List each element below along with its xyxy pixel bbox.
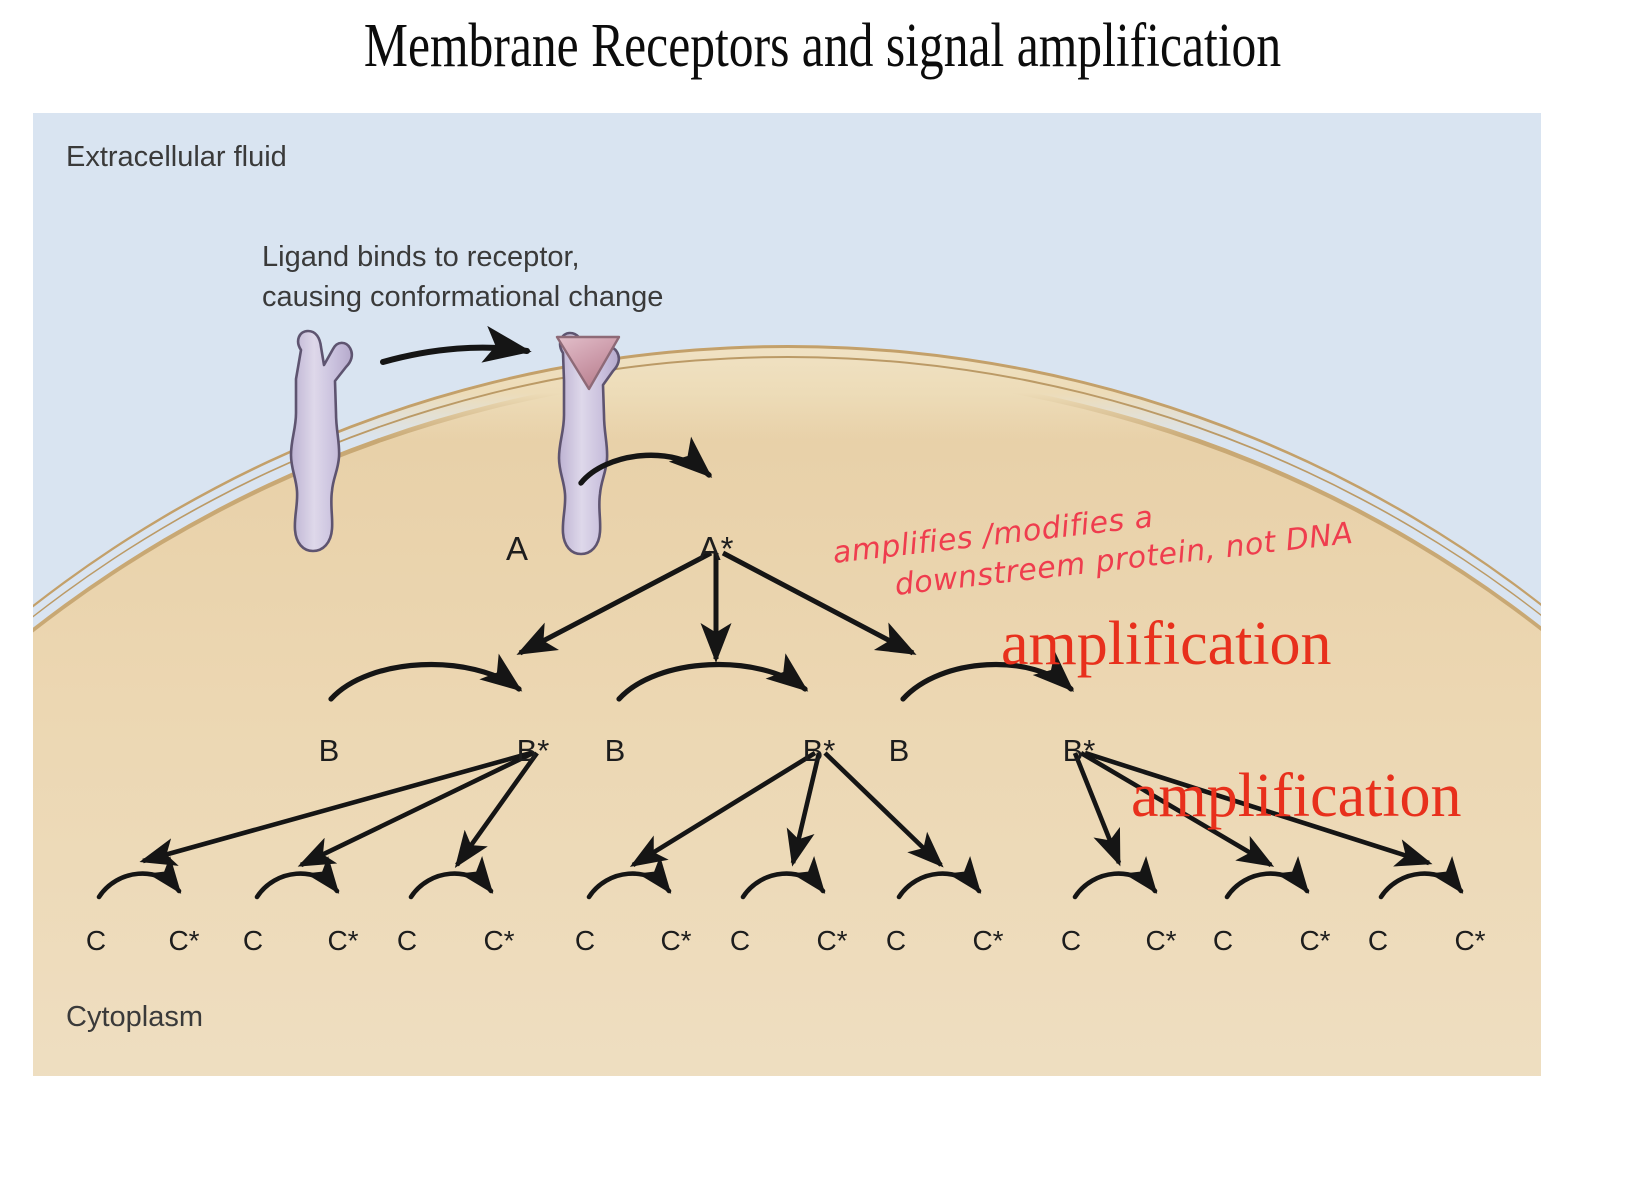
cascade-node-c-8: C <box>729 925 751 956</box>
cascade-node-c-1: C* <box>168 925 200 956</box>
amplification-label-2: amplification <box>1131 762 1462 830</box>
arrow-bstar3-to-c9 <box>1084 750 1433 867</box>
arrows-c-to-cstar <box>96 856 1464 900</box>
cascade-node-c-11: C* <box>972 925 1004 956</box>
cascade-node-c-6: C <box>574 925 596 956</box>
cascade-node-c-9: C* <box>816 925 848 956</box>
cascade-node-c-4: C <box>396 925 418 956</box>
amplification-label-1: amplification <box>1001 610 1332 678</box>
cytoplasm-label: Cytoplasm <box>66 1001 203 1033</box>
cascade-node-c-12: C <box>1060 925 1082 956</box>
cascade-node-c-14: C <box>1212 925 1234 956</box>
arrow-bstar3-to-c8 <box>1079 751 1275 867</box>
cascade-node-c-17: C* <box>1454 925 1486 956</box>
arrow-astar-to-b3 <box>721 550 917 656</box>
cascade-node-c-3: C* <box>327 925 359 956</box>
cascade-node-c-16: C <box>1367 925 1389 956</box>
arrow-a-to-astar <box>578 436 713 486</box>
page-title: Membrane Receptors and signal amplificat… <box>363 12 1282 80</box>
cascade-node-b-3: B* <box>802 733 836 768</box>
arrow-astar-to-b1 <box>516 550 713 656</box>
arrow-bstar3-to-c7 <box>1072 752 1122 867</box>
callout-line-1: Ligand binds to receptor, <box>262 241 580 273</box>
ligand-icon <box>555 335 621 391</box>
cascade-node-b-4: B <box>888 733 910 768</box>
cascade-node-c-2: C <box>242 925 264 956</box>
cascade-node-c-5: C* <box>483 925 515 956</box>
ligand-binding-callout: Ligand binds to receptor, causing confor… <box>262 237 663 317</box>
plasma-membrane-outer-leaflet <box>33 345 1541 1076</box>
receptor-bound-icon <box>555 331 621 556</box>
arrow-b2-to-bstar2 <box>616 653 809 702</box>
arrow-b1-to-bstar1 <box>328 653 523 702</box>
arrow-bstar2-to-c4 <box>629 751 817 867</box>
cascade-node-a-0: A <box>505 530 529 567</box>
cascade-node-c-10: C <box>885 925 907 956</box>
extracellular-fluid-label: Extracellular fluid <box>66 141 287 173</box>
cascade-node-c-13: C* <box>1145 925 1177 956</box>
cascade-node-b-1: B* <box>516 733 550 768</box>
arrow-bstar1-to-c1 <box>139 750 532 866</box>
arrow-bstar2-to-c5 <box>786 752 822 867</box>
cascade-node-b-0: B <box>318 733 340 768</box>
ligand-binding-arrow <box>380 325 532 365</box>
cascade-node-b-2: B <box>604 733 626 768</box>
cascade-node-c-0: C <box>85 925 107 956</box>
callout-line-2: causing conformational change <box>262 281 664 313</box>
cascade-node-c-7: C* <box>660 925 692 956</box>
cascade-node-b-5: B* <box>1062 733 1096 768</box>
arrow-b3-to-bstar3 <box>900 651 1075 702</box>
arrow-bstar1-to-c2 <box>297 750 534 868</box>
receptor-unbound-icon <box>289 329 354 553</box>
signal-amplification-figure: Extracellular fluid Cytoplasm Ligand bin… <box>33 113 1541 1076</box>
cascade-node-a-1: A* <box>698 530 734 567</box>
cascade-artwork <box>96 325 1464 900</box>
arrow-bstar2-to-c6 <box>823 751 944 868</box>
arrow-bstar1-to-c3 <box>454 751 539 868</box>
cascade-node-c-15: C* <box>1299 925 1331 956</box>
